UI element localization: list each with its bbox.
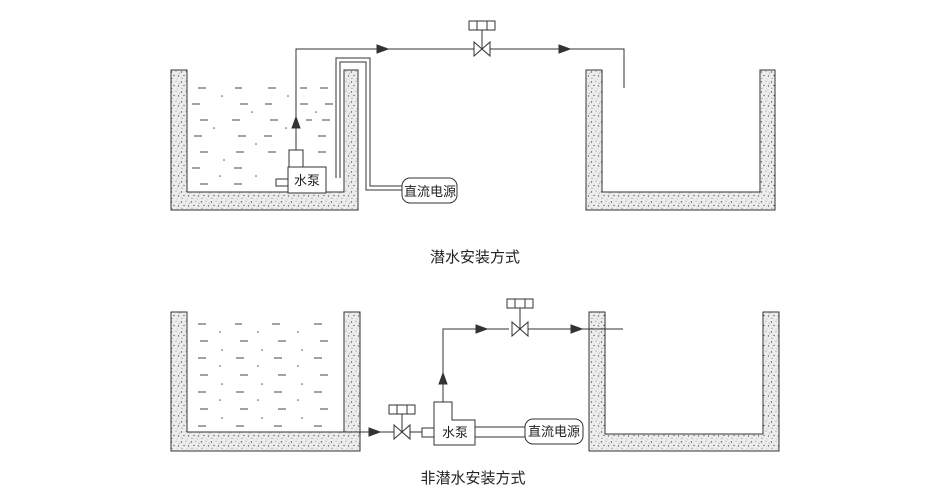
submersible-pump: 水泵 — [275, 149, 327, 194]
power-cable-bottom — [475, 426, 528, 438]
top-caption: 潜水安装方式 — [430, 248, 520, 266]
power-label: 直流电源 — [528, 425, 580, 440]
source-tank-top — [170, 69, 359, 211]
surface-pump: 水泵 — [421, 401, 476, 446]
power-label: 直流电源 — [404, 185, 456, 200]
destination-tank-bottom — [588, 311, 780, 452]
gate-valve-inlet — [388, 404, 416, 441]
destination-tank-top — [585, 69, 776, 211]
gate-valve-top — [468, 20, 496, 58]
power-cable-top — [335, 57, 402, 191]
outlet-pipe — [291, 44, 625, 150]
pump-label: 水泵 — [294, 174, 320, 189]
dc-power-supply-top: 直流电源 — [401, 177, 458, 204]
gate-valve-outlet — [506, 298, 534, 338]
non-submersible-installation: 水泵 直流电源 非潜水安装方式 — [170, 298, 780, 487]
bottom-caption: 非潜水安装方式 — [420, 469, 525, 487]
source-tank-bottom — [170, 311, 361, 452]
dc-power-supply-bottom: 直流电源 — [524, 418, 584, 445]
outlet-pipe-bottom — [438, 324, 623, 402]
submersible-installation: 水泵 直流电源 潜水安装方式 — [170, 20, 776, 266]
pump-label: 水泵 — [442, 426, 468, 441]
